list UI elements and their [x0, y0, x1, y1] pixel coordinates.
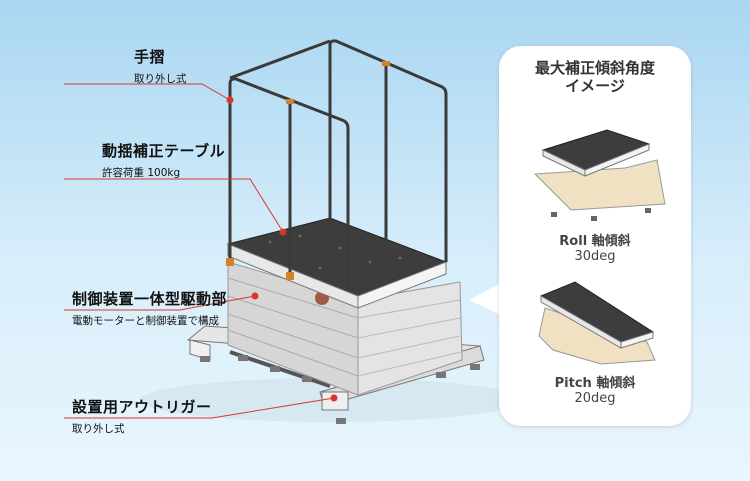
drive-title: 制御装置一体型駆動部 [72, 290, 228, 308]
pitch-name: Pitch 軸傾斜 [554, 376, 636, 391]
tilt-angle-panel: 最大補正傾斜角度 イメージ Roll 軸傾斜 30deg Pitch 軸傾斜 2… [499, 46, 691, 426]
pitch-tilt-drawing [538, 281, 656, 365]
panel-title-line2: イメージ [565, 77, 625, 95]
pitch-caption: Pitch 軸傾斜 [499, 376, 691, 391]
table-label: 動揺補正テーブル 許容荷重 100kg [102, 140, 225, 180]
roll-tilt-drawing [533, 129, 666, 221]
drive-label: 制御装置一体型駆動部 電動モーターと制御装置で構成 [72, 288, 227, 328]
outrigger-title: 設置用アウトリガー [72, 398, 212, 416]
leader-lines [64, 83, 335, 419]
pitch-value: 20deg [574, 391, 616, 406]
roll-name: Roll 軸傾斜 [559, 234, 631, 249]
drive-sub: 電動モーターと制御装置で構成 [72, 315, 219, 327]
panel-title-line1: 最大補正傾斜角度 [534, 59, 655, 77]
outrigger-label: 設置用アウトリガー 取り外し式 [72, 396, 212, 436]
outrigger-sub: 取り外し式 [72, 423, 125, 435]
roll-value: 30deg [574, 249, 616, 264]
table-title: 動揺補正テーブル [102, 142, 226, 160]
table-sub: 許容荷重 100kg [102, 167, 181, 179]
handrail-sub: 取り外し式 [134, 73, 187, 85]
handrail-title: 手摺 [134, 48, 166, 66]
roll-caption: Roll 軸傾斜 [499, 234, 691, 249]
handrail-label: 手摺 取り外し式 [134, 46, 187, 86]
rail-joints [226, 61, 390, 280]
